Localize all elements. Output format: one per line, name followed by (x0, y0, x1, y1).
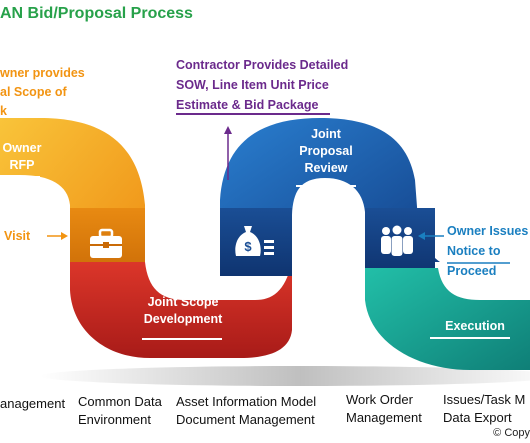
bottom-label-5: Issues/Task M Data Export (443, 391, 525, 427)
owner-scope-line-3: k (0, 104, 7, 118)
copyright-text: © Copy (493, 427, 530, 439)
briefcase-icon (90, 228, 122, 258)
page-title: AN Bid/Proposal Process (0, 5, 193, 22)
owner-rfp-line-2: RFP (9, 158, 35, 172)
owner-scope-line-2: al Scope of (0, 85, 67, 99)
joint-scope-line-1: Joint Scope (147, 295, 219, 309)
bottom-label-1-line-1: anagement (0, 396, 66, 411)
bottom-label-4-line-1: Work Order (346, 392, 413, 407)
bottom-label-2: Common Data Environment (78, 393, 162, 429)
joint-proposal-line-2: Proposal (299, 144, 353, 158)
svg-text:$: $ (244, 239, 252, 254)
contractor-line-1: Contractor Provides Detailed (176, 58, 349, 72)
people-group-icon (381, 225, 413, 256)
owner-issues-arrow-head (418, 232, 425, 240)
bottom-label-3-line-2: Document Management (176, 412, 315, 427)
visit-arrow-head (61, 232, 68, 240)
bottom-label-4: Work Order Management (346, 391, 422, 427)
bottom-label-4-line-2: Management (346, 410, 422, 425)
owner-rfp-line-1: Owner (2, 141, 42, 155)
joint-scope-line-2: Development (143, 312, 223, 326)
joint-proposal-line-1: Joint (311, 127, 341, 141)
step-owner-rfp: Owner RFP (0, 140, 44, 174)
step-joint-scope: Joint Scope Development (128, 294, 238, 328)
owner-issues-line-2: Notice to (447, 244, 501, 258)
contractor-line-3: Estimate & Bid Package (176, 98, 319, 112)
owner-issues-line-3: Proceed (447, 264, 497, 278)
owner-scope-line-1: wner provides (0, 66, 85, 80)
bottom-label-3-line-1: Asset Information Model (176, 394, 317, 409)
money-bag-icon: $ (235, 226, 274, 256)
owner-issues-line-1: Owner Issues (447, 224, 529, 238)
contractor-note: Contractor Provides Detailed SOW, Line I… (176, 55, 348, 115)
red-u-shape (70, 250, 292, 358)
bottom-label-2-line-1: Common Data (78, 394, 162, 409)
owner-issues-note: Owner Issues Notice to Proceed (447, 221, 528, 281)
step-site-visit: Visit (4, 229, 31, 243)
ground-shadow (40, 366, 530, 386)
bottom-label-3: Asset Information Model Document Managem… (176, 393, 316, 429)
step-joint-proposal-review: Joint Proposal Review (276, 126, 376, 177)
bottom-label-5-line-1: Issues/Task M (443, 392, 526, 407)
contractor-arrow-head (224, 126, 232, 134)
joint-proposal-line-3: Review (304, 161, 348, 175)
bottom-label-1: anagement (0, 395, 65, 413)
teal-band (365, 268, 530, 370)
contractor-line-2: SOW, Line Item Unit Price (176, 78, 329, 92)
step-execution: Execution (445, 319, 505, 333)
owner-scope-note: wner provides al Scope of k (0, 64, 85, 121)
bottom-label-2-line-2: Environment (78, 412, 151, 427)
bottom-label-5-line-2: Data Export (443, 410, 512, 425)
